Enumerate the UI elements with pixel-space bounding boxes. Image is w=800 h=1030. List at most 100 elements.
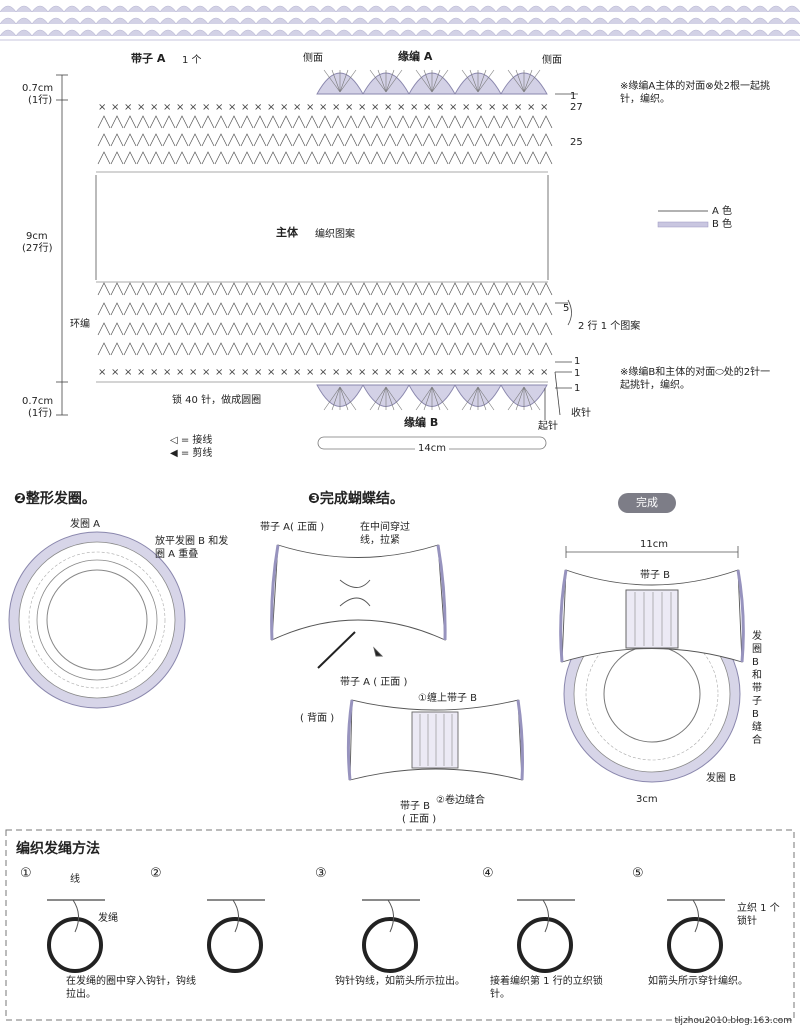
stitch-mark (383, 342, 397, 356)
stitch-mark (344, 115, 358, 129)
stitch-mark (461, 151, 475, 165)
scallop-stitch (523, 386, 533, 411)
stitch-mark (370, 322, 384, 336)
scallop-stitch (331, 386, 341, 411)
step-3-caption: 钩针钩线，如箭头所示拉出。 (335, 976, 465, 987)
stitch-mark: × (202, 367, 210, 378)
stitch-mark (175, 133, 189, 147)
stitch-mark (266, 322, 280, 336)
stitch-mark (279, 282, 293, 296)
stitch-mark (370, 115, 384, 129)
stitch-mark (448, 115, 462, 129)
stitch-mark (487, 133, 501, 147)
finished-strap-b: 带子 B (640, 570, 671, 581)
stitch-mark: × (345, 102, 353, 113)
stitch-mark (201, 151, 215, 165)
stitch-mark (331, 115, 345, 129)
method-step-rings (47, 899, 725, 973)
strap-a-front-label: 带子 A( 正面 ) (260, 522, 325, 533)
stitch-mark (526, 133, 540, 147)
yarn-strand (542, 899, 549, 933)
stitch-mark (266, 302, 280, 316)
stitch-mark (370, 342, 384, 356)
stitch-mark (500, 282, 514, 296)
stitch-mark (461, 133, 475, 147)
stitch-mark (487, 282, 501, 296)
stitch-mark (214, 115, 228, 129)
stitch-mark (292, 342, 306, 356)
stitch-mark: × (163, 102, 171, 113)
top-lace-border (0, 0, 800, 40)
stitch-mark: × (436, 102, 444, 113)
stitch-rows-bottom: ××××××××××××××××××××××××××××××××××× (96, 281, 553, 383)
scallop-stitch (339, 69, 357, 93)
yarn-strand (387, 899, 394, 933)
scallop-stitch (523, 386, 541, 411)
stitch-mark (175, 151, 189, 165)
stitch-mark: × (397, 367, 405, 378)
stitch-mark (539, 302, 553, 316)
stitch-mark: × (137, 367, 145, 378)
stitch-mark (409, 282, 423, 296)
stitch-mark (513, 342, 527, 356)
stitch-mark (383, 115, 397, 129)
stitch-mark (474, 322, 488, 336)
stitch-mark (422, 322, 436, 336)
finished-height: 3cm (636, 794, 658, 805)
stitch-mark (448, 342, 462, 356)
stitch-mark (448, 282, 462, 296)
stitch-mark (279, 302, 293, 316)
stitch-mark: × (241, 102, 249, 113)
stitch-mark (448, 322, 462, 336)
stitch-mark (110, 282, 124, 296)
stitch-mark: × (462, 102, 470, 113)
stitch-mark: × (267, 102, 275, 113)
stitch-mark (357, 115, 371, 129)
stitch-mark (305, 151, 319, 165)
note-b: ※缘编B和主体的对面⬭处的2针一起挑针，编织。 (620, 367, 771, 391)
stitch-mark: × (111, 102, 119, 113)
stitch-mark (227, 322, 241, 336)
strap-a-front-label-2: 带子 A ( 正面 ) (340, 677, 408, 688)
stitch-mark (305, 322, 319, 336)
edge-a-scallops (316, 69, 548, 95)
stitch-mark (240, 282, 254, 296)
body-label: 主体 (276, 226, 298, 239)
scallop-stitch (415, 69, 433, 93)
scallop-stitch (469, 69, 479, 93)
stitch-mark: × (527, 102, 535, 113)
stitch-mark: × (358, 367, 366, 378)
stitch-mark (136, 342, 150, 356)
finished-ring-b: 发圈 B (706, 773, 737, 784)
strap-a-title: 带子 A (131, 52, 166, 65)
step-5-chain-label: 立织 1 个锁针 (737, 903, 780, 927)
chain-note: 锁 40 针，做成圆圈 (172, 395, 262, 406)
stitch-mark (539, 342, 553, 356)
stitch-mark (305, 302, 319, 316)
stitch-mark (266, 115, 280, 129)
stitch-mark (162, 133, 176, 147)
stitch-mark (435, 342, 449, 356)
stitch-mark: × (280, 102, 288, 113)
stitch-mark (383, 282, 397, 296)
pattern-label: 编织图案 (315, 229, 355, 240)
scallop-stitch (385, 69, 395, 93)
stitch-mark (357, 133, 371, 147)
stitch-mark (240, 133, 254, 147)
stitch-mark: × (436, 367, 444, 378)
stitch-mark (409, 322, 423, 336)
stitch-mark (253, 151, 267, 165)
stitch-mark (136, 133, 150, 147)
stitch-mark (435, 133, 449, 147)
stitch-mark (214, 133, 228, 147)
scallop-stitch (377, 69, 387, 93)
stitch-mark (149, 133, 163, 147)
stitch-mark: × (475, 102, 483, 113)
stitch-mark (331, 322, 345, 336)
stitch-mark (370, 282, 384, 296)
stitch-mark: × (267, 367, 275, 378)
stitch-mark (318, 133, 332, 147)
stitch-mark: × (293, 367, 301, 378)
stitch-mark (279, 342, 293, 356)
